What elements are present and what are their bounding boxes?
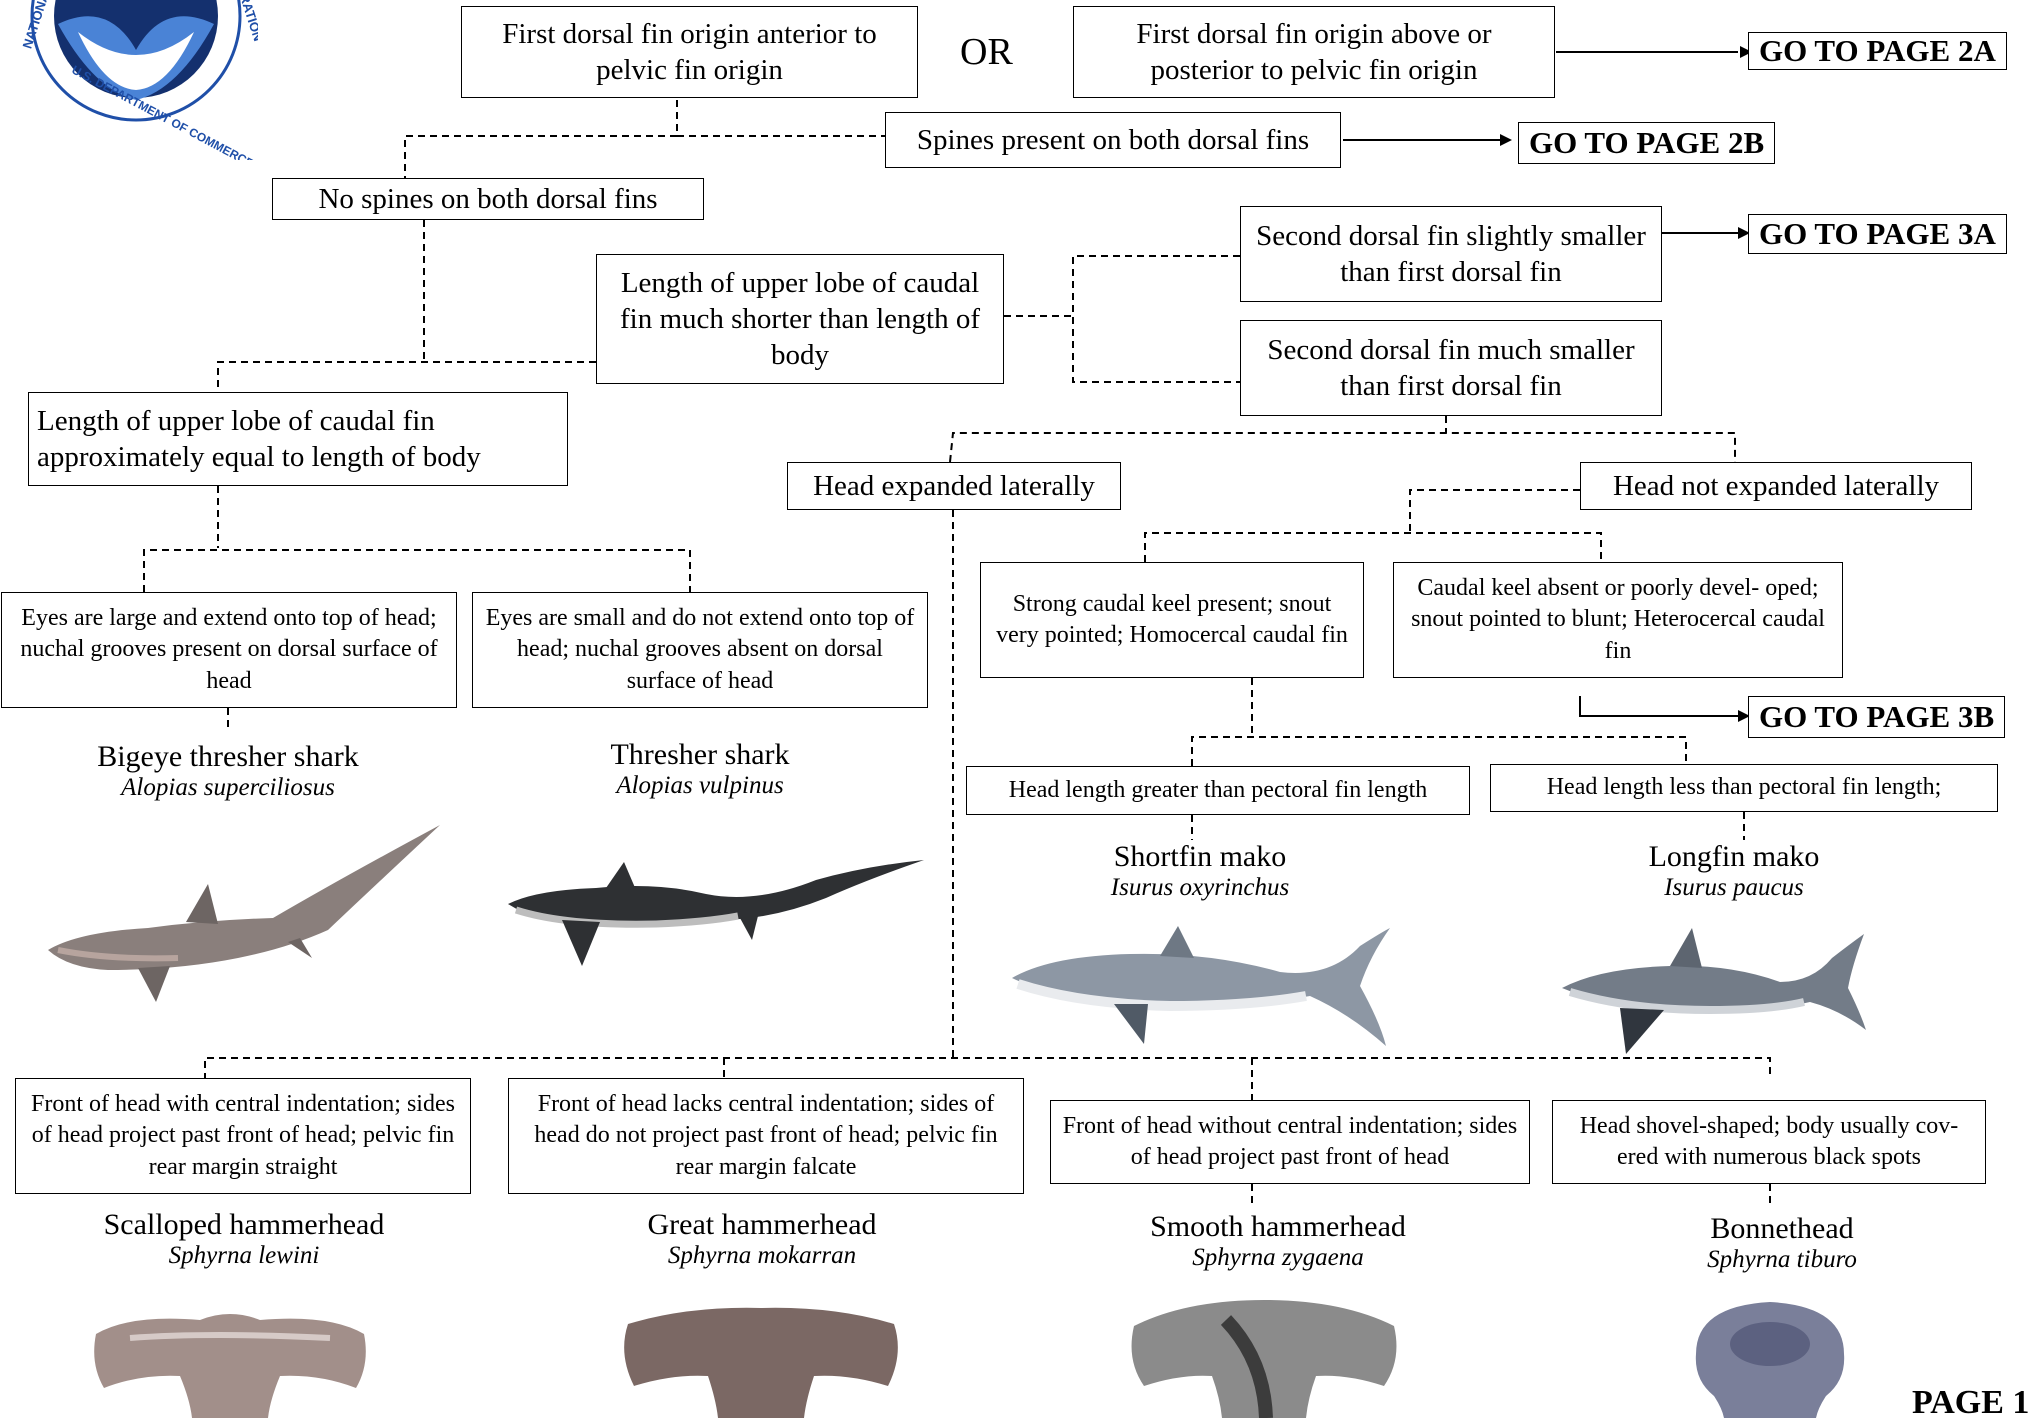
node-first-dorsal-anterior: First dorsal fin origin anterior to pelv…	[461, 6, 918, 98]
species-bonnethead: Bonnethead Sphyrna tiburo	[1572, 1212, 1992, 1274]
node-upper-lobe-equal: Length of upper lobe of caudal fin appro…	[28, 392, 568, 486]
species-scientific-name: Alopias superciliosus	[121, 774, 335, 801]
node-head-shorter-than-pectoral: Head length less than pectoral fin lengt…	[1490, 764, 1998, 812]
node-eyes-small: Eyes are small and do not extend onto to…	[472, 592, 928, 708]
species-common-name: Bigeye thresher shark	[97, 740, 359, 773]
bigeye-thresher-image	[48, 825, 440, 1002]
node-strong-keel: Strong caudal keel present; snout very p…	[980, 562, 1364, 678]
smooth-hammerhead-image	[1131, 1300, 1397, 1418]
node-central-indentation: Front of head with central indentation; …	[15, 1078, 471, 1194]
node-upper-lobe-shorter: Length of upper lobe of caudal fin much …	[596, 254, 1004, 384]
species-scientific-name: Isurus paucus	[1664, 874, 1804, 901]
species-common-name: Longfin mako	[1648, 840, 1820, 873]
node-head-expanded: Head expanded laterally	[787, 462, 1121, 510]
species-scientific-name: Sphyrna lewini	[168, 1242, 320, 1269]
goto-page-3b[interactable]: GO TO PAGE 3B	[1748, 696, 2006, 738]
species-smooth-hammerhead: Smooth hammerhead Sphyrna zygaena	[1068, 1210, 1488, 1272]
species-scientific-name: Sphyrna tiburo	[1707, 1246, 1857, 1273]
shortfin-mako-image	[1012, 926, 1390, 1046]
bonnethead-image	[1695, 1302, 1845, 1418]
node-keel-absent: Caudal keel absent or poorly devel- oped…	[1393, 562, 1843, 678]
node-head-not-expanded: Head not expanded laterally	[1580, 462, 1972, 510]
goto-page-3a[interactable]: GO TO PAGE 3A	[1748, 214, 2007, 254]
species-scientific-name: Alopias vulpinus	[616, 772, 784, 799]
species-scientific-name: Sphyrna mokarran	[667, 1242, 857, 1269]
noaa-logo: NOAA NATIONAL OC NISTRATION U.S. DEPARTM…	[19, 0, 258, 160]
node-second-dorsal-slightly-smaller: Second dorsal fin slightly smaller than …	[1240, 206, 1662, 302]
species-common-name: Smooth hammerhead	[1150, 1210, 1406, 1243]
species-common-name: Thresher shark	[610, 738, 790, 771]
node-no-spines: No spines on both dorsal fins	[272, 178, 704, 220]
goto-page-2a[interactable]: GO TO PAGE 2A	[1748, 32, 2007, 70]
or-label: OR	[960, 31, 1013, 73]
species-bigeye-thresher: Bigeye thresher shark Alopias supercilio…	[18, 740, 438, 802]
node-second-dorsal-much-smaller: Second dorsal fin much smaller than firs…	[1240, 320, 1662, 416]
species-shortfin-mako: Shortfin mako Isurus oxyrinchus	[990, 840, 1410, 902]
species-great-hammerhead: Great hammerhead Sphyrna mokarran	[552, 1208, 972, 1270]
node-spines-present: Spines present on both dorsal fins	[885, 112, 1341, 168]
node-head-longer-than-pectoral: Head length greater than pectoral fin le…	[966, 766, 1470, 815]
species-longfin-mako: Longfin mako Isurus paucus	[1524, 840, 1944, 902]
goto-page-2b[interactable]: GO TO PAGE 2B	[1518, 122, 1776, 164]
species-common-name: Scalloped hammerhead	[103, 1208, 385, 1241]
great-hammerhead-image	[624, 1307, 898, 1418]
thresher-image	[508, 860, 924, 966]
species-scientific-name: Sphyrna zygaena	[1192, 1244, 1364, 1271]
species-common-name: Shortfin mako	[1113, 840, 1287, 873]
species-scientific-name: Isurus oxyrinchus	[1110, 874, 1290, 901]
node-shovel-head: Head shovel-shaped; body usually cov- er…	[1552, 1100, 1986, 1184]
species-thresher: Thresher shark Alopias vulpinus	[490, 738, 910, 800]
species-common-name: Great hammerhead	[647, 1208, 877, 1241]
page-number: PAGE 1	[1912, 1384, 2030, 1421]
node-no-indentation-project: Front of head without central indentatio…	[1050, 1100, 1530, 1184]
species-scalloped-hammerhead: Scalloped hammerhead Sphyrna lewini	[34, 1208, 454, 1270]
scalloped-hammerhead-image	[94, 1314, 366, 1418]
node-eyes-large: Eyes are large and extend onto top of he…	[1, 592, 457, 708]
node-no-indentation-falcate: Front of head lacks central indentation;…	[508, 1078, 1024, 1194]
longfin-mako-image	[1562, 928, 1866, 1054]
node-first-dorsal-posterior: First dorsal fin origin above or posteri…	[1073, 6, 1555, 98]
species-common-name: Bonnethead	[1710, 1212, 1854, 1245]
